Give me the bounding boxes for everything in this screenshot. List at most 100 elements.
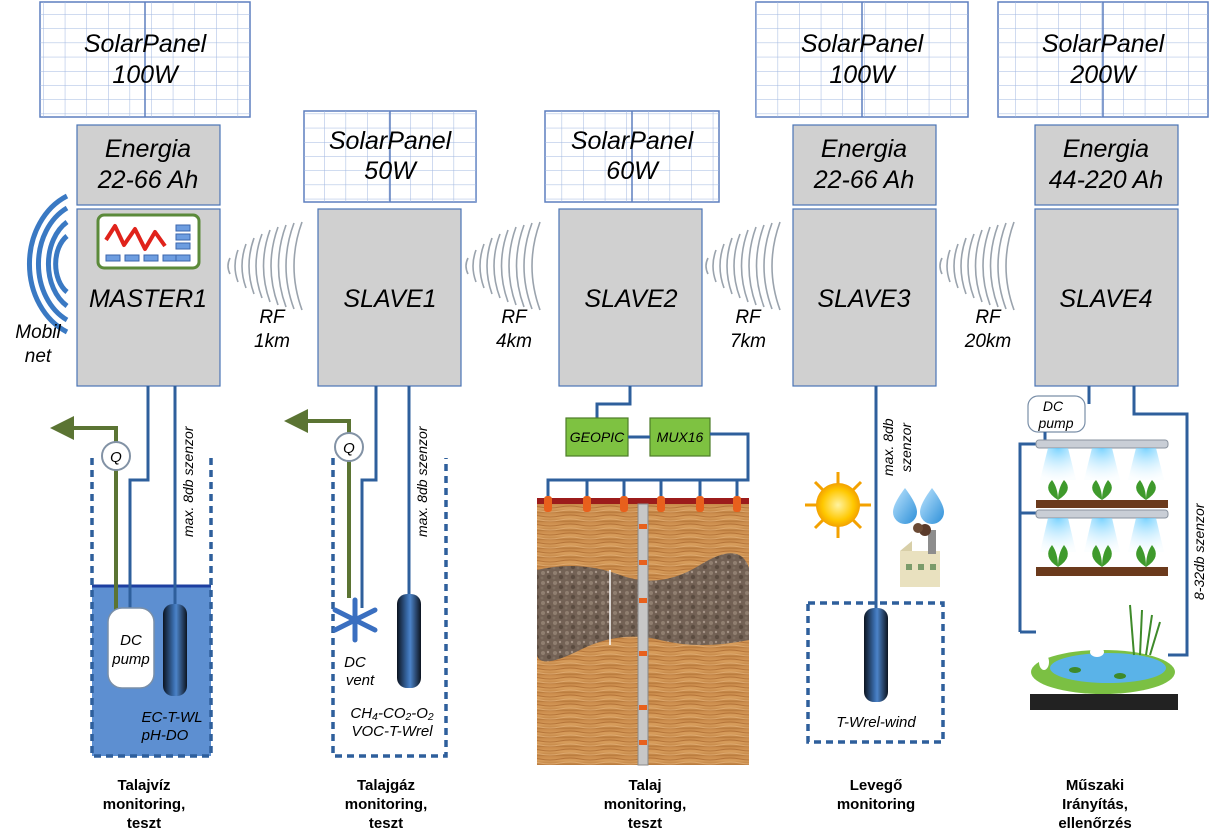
geopic-module — [565, 417, 629, 457]
air-params: T-Wrel-wind — [836, 714, 916, 731]
station-slave1: SLAVE1 — [317, 208, 462, 387]
water-drops-icon — [893, 488, 944, 524]
control-caption-line2: Irányítás, — [1062, 796, 1128, 813]
station-slave1-label: SLAVE1 — [343, 285, 436, 313]
solar-panel-4-title: SolarPanel — [801, 30, 925, 58]
dc-vent-icon — [332, 597, 378, 643]
energy-box-1-capacity: 22-66 Ah — [97, 166, 199, 194]
solar-panel-2-title: SolarPanel — [329, 127, 453, 155]
energy-box-2-capacity: 22-66 Ah — [813, 166, 915, 194]
greenhouse-shelves-icon — [1035, 439, 1169, 576]
groundwater-caption-line1: Talajvíz — [117, 777, 170, 794]
soilgas-params-line1: CH₄-CO₂-O₂ — [350, 705, 434, 722]
mobile-network-icon — [27, 193, 69, 335]
rf-link-1-label: RF — [259, 307, 286, 328]
air-sensor-icon — [864, 608, 888, 702]
energy-box-3-title: Energia — [1063, 135, 1149, 163]
groundwater-caption-line2: monitoring, — [103, 796, 186, 813]
soilgas-vent-line2: vent — [346, 672, 375, 689]
soil-module2-label: MUX16 — [657, 429, 704, 445]
mobile-network-line1: Mobil — [15, 322, 61, 343]
station-master1: MASTER1 — [76, 208, 221, 387]
solar-panel-4-power: 100W — [829, 61, 897, 89]
soil-caption-line2: monitoring, — [604, 796, 687, 813]
control-sensor-note: 8-32db szenzor — [1191, 502, 1207, 600]
groundwater-params-line2: pH-DO — [141, 727, 189, 744]
soilgas-setup: Q DC vent max. 8db szenzor CH₄-CO₂-O₂ VO… — [284, 386, 448, 758]
air-setup: max. 8db szenzor T-Wrel-wind — [805, 386, 945, 744]
soil-module1-label: GEOPIC — [570, 429, 625, 445]
station-slave3: SLAVE3 — [792, 208, 937, 387]
station-slave3-label: SLAVE3 — [817, 285, 910, 313]
air-sensor-note-line1: max. 8db — [880, 418, 896, 476]
solar-panel-5-power: 200W — [1069, 61, 1138, 89]
rf-wave-icon-3 — [705, 221, 781, 311]
soilgas-sensor-icon — [397, 594, 421, 688]
solar-panel-1-power: 100W — [112, 61, 180, 89]
rf-link-4-label: RF — [975, 307, 1002, 328]
energy-box-3: Energia 44-220 Ah — [1034, 124, 1179, 206]
rf-wave-icon-4 — [939, 221, 1015, 311]
groundwater-pump-line1: DC — [120, 632, 142, 649]
energy-box-3-capacity: 44-220 Ah — [1049, 166, 1163, 194]
energy-box-2: Energia 22-66 Ah — [792, 124, 937, 206]
rf-wave-icon-2 — [465, 221, 541, 311]
control-pump-line1: DC — [1043, 398, 1064, 414]
pond-icon — [1030, 604, 1178, 710]
air-caption-line2: monitoring — [837, 796, 915, 813]
soilgas-caption-line2: monitoring, — [345, 796, 428, 813]
rf-link-2-label: RF — [501, 307, 528, 328]
groundwater-sensor-note: max. 8db szenzor — [180, 425, 196, 537]
rf-link-1-distance: 1km — [254, 331, 290, 352]
soilgas-vent-line1: DC — [344, 654, 366, 671]
station-master1-label: MASTER1 — [89, 285, 207, 313]
control-caption-line1: Műszaki — [1066, 777, 1124, 794]
soilgas-params-line2: VOC-T-Wrel — [351, 723, 433, 740]
soil-probe — [637, 503, 649, 766]
soil-setup: GEOPIC MUX16 — [537, 386, 750, 766]
sun-icon — [805, 472, 871, 538]
air-caption-line1: Levegő — [850, 777, 903, 794]
groundwater-flow-meter: Q — [110, 449, 122, 466]
station-slave2-label: SLAVE2 — [584, 285, 677, 313]
rf-link-3-label: RF — [735, 307, 762, 328]
factory-icon — [900, 523, 940, 587]
groundwater-setup: DC pump Q max. 8db szenzor EC-T-WL pH-DO — [50, 386, 213, 758]
groundwater-params-line1: EC-T-WL — [141, 709, 202, 726]
air-sensor-note-line2: szenzor — [898, 422, 914, 472]
energy-box-2-title: Energia — [821, 135, 907, 163]
energy-box-1-title: Energia — [105, 135, 191, 163]
datalogger-icon — [96, 213, 201, 270]
mux16-module — [649, 417, 711, 457]
solar-panel-3-title: SolarPanel — [571, 127, 695, 155]
control-setup: DC pump 8-32db szenzor — [1018, 386, 1207, 710]
solar-panel-4: SolarPanel 100W — [755, 1, 969, 118]
solar-panel-1: SolarPanel 100W — [39, 1, 251, 118]
dc-pump-icon — [107, 607, 155, 689]
solar-panel-5: SolarPanel 200W — [997, 1, 1209, 118]
solar-panel-5-title: SolarPanel — [1042, 30, 1166, 58]
soilgas-caption-line1: Talajgáz — [357, 777, 415, 794]
soilgas-caption-line3: teszt — [369, 815, 403, 829]
soil-caption-line1: Talaj — [628, 777, 661, 794]
station-slave4: SLAVE4 — [1034, 208, 1179, 387]
soilgas-flow-meter: Q — [343, 440, 355, 457]
rf-wave-icon-1 — [227, 221, 303, 311]
control-pump-line2: pump — [1037, 415, 1073, 431]
energy-box-1: Energia 22-66 Ah — [76, 124, 221, 206]
solar-panel-3: SolarPanel 60W — [544, 110, 720, 203]
soil-caption-line3: teszt — [628, 815, 662, 829]
rf-link-3-distance: 7km — [730, 331, 766, 352]
rf-link-4-distance: 20km — [964, 331, 1011, 352]
control-caption-line3: ellenőrzés — [1058, 815, 1131, 829]
groundwater-pump-line2: pump — [111, 651, 150, 668]
flow-meter-icon — [101, 441, 131, 471]
station-slave4-label: SLAVE4 — [1059, 285, 1152, 313]
soilgas-sensor-note: max. 8db szenzor — [414, 425, 430, 537]
mobile-network-line2: net — [25, 346, 52, 367]
solar-panel-3-power: 60W — [606, 157, 660, 185]
groundwater-caption-line3: teszt — [127, 815, 161, 829]
rf-link-2-distance: 4km — [496, 331, 532, 352]
